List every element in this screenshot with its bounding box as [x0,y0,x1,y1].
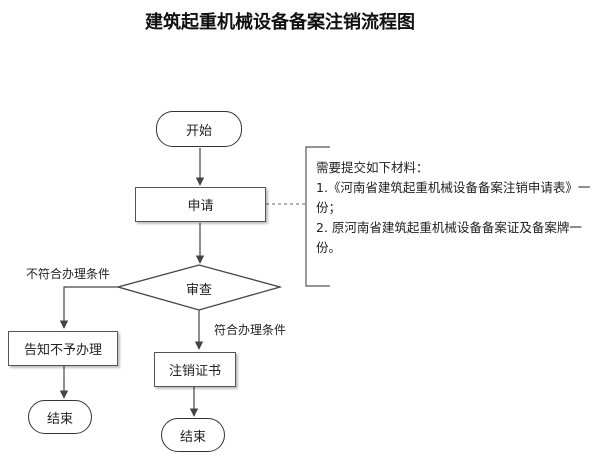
arrow-review-to-notify [59,286,118,329]
cancel-label: 注销证书 [168,364,221,379]
review-diamond [115,264,283,311]
meet-label: 符合办理条件 [214,323,287,337]
note-item-1: 1.《河南省建筑起重机械设备备案注销申请表》一份； [316,180,591,215]
review-label: 审查 [186,283,213,298]
end-right-label: 结束 [179,429,206,445]
end-left-node: 结束 [28,400,92,434]
start-node: 开始 [156,111,242,147]
end-right-node: 结束 [161,418,225,452]
start-label: 开始 [185,123,212,139]
cancel-node: 注销证书 [154,352,236,387]
apply-node: 申请 [135,187,266,222]
note-bracket [305,146,330,287]
note-item-2: 2. 原河南省建筑起重机械设备备案证及备案牌一份。 [316,220,582,255]
page-title: 建筑起重机械设备备案注销流程图 [145,12,415,33]
note-heading: 需要提交如下材料： [316,160,429,175]
notify-label: 告知不予办理 [23,343,102,358]
notify-node: 告知不予办理 [8,331,118,366]
materials-note: 需要提交如下材料： 1.《河南省建筑起重机械设备备案注销申请表》一份； 2. 原… [316,158,596,258]
end-left-label: 结束 [46,411,73,427]
apply-label: 申请 [187,199,214,214]
not-meet-label: 不符合办理条件 [26,267,111,281]
